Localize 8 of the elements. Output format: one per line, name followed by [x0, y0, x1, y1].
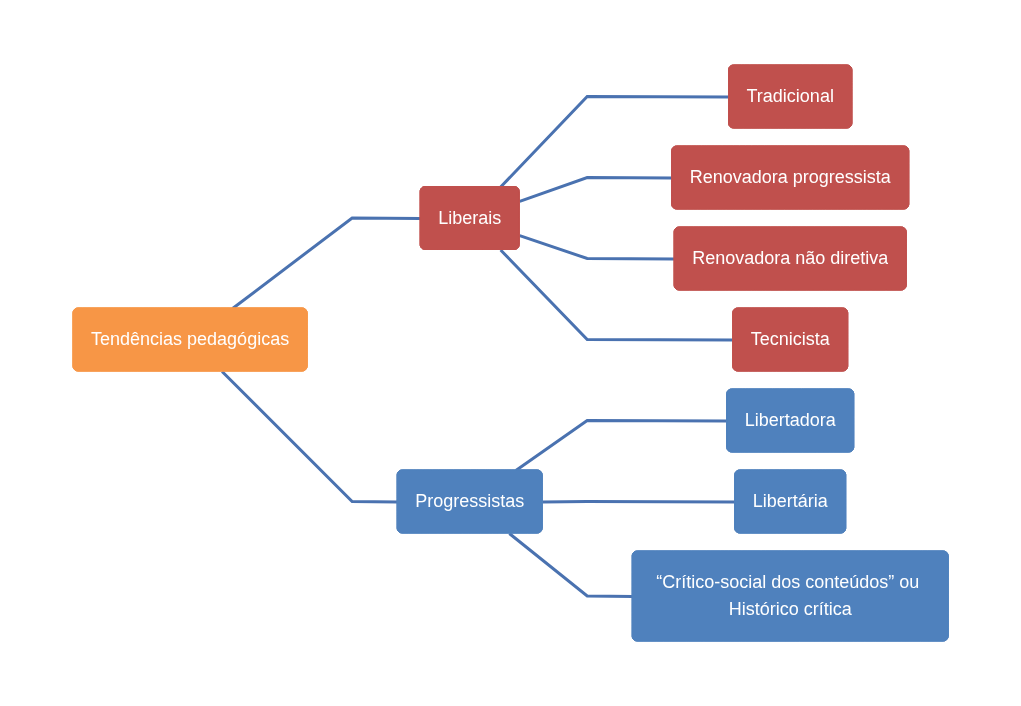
connector [508, 532, 633, 598]
connector [220, 370, 398, 504]
connector [519, 234, 675, 261]
connector [519, 176, 673, 203]
connector [542, 500, 736, 504]
connector [514, 419, 728, 472]
connector [499, 248, 734, 342]
connector [231, 216, 421, 310]
